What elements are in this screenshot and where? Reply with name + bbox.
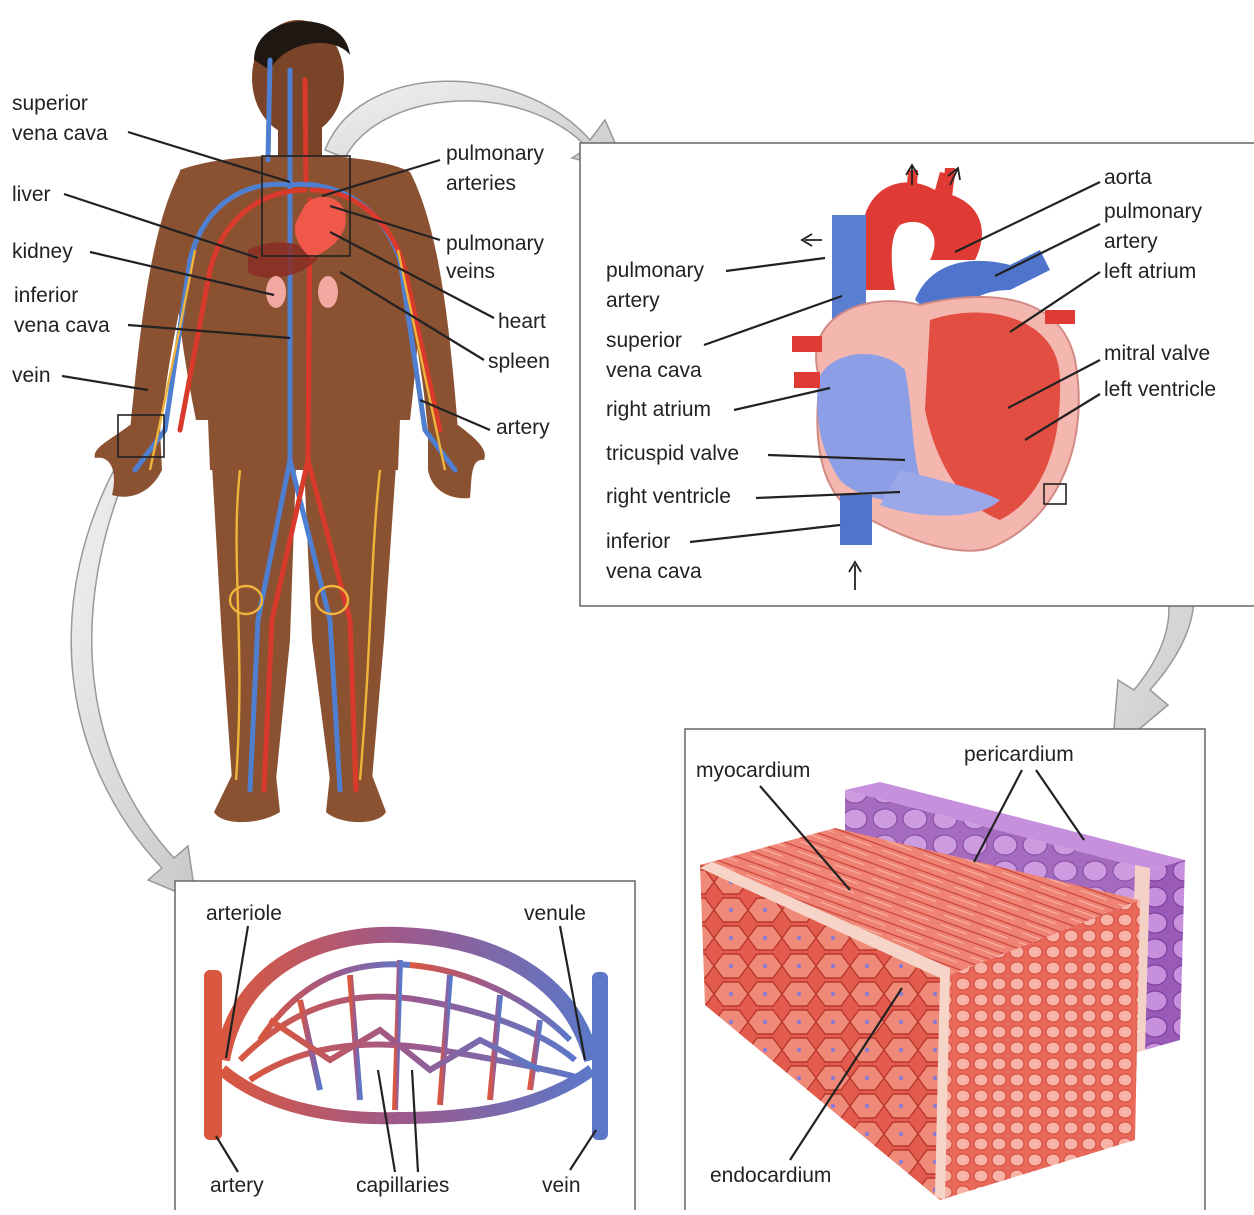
label-heart: heart: [498, 310, 546, 333]
label-pulmonary-artery-right-1: pulmonary: [1104, 200, 1203, 223]
label-pulmonary-artery-left-2: artery: [606, 289, 660, 312]
label-inferior-vena-cava-2: vena cava: [14, 314, 110, 337]
label-superior-vena-cava-heart-2: vena cava: [606, 359, 702, 382]
label-right-atrium: right atrium: [606, 398, 711, 421]
label-vein: vein: [12, 364, 51, 387]
label-pulmonary-artery-left-1: pulmonary: [606, 259, 705, 282]
label-superior-vena-cava-1: superior: [12, 92, 88, 115]
label-artery-body: artery: [496, 416, 550, 439]
label-left-atrium: left atrium: [1104, 260, 1196, 283]
kidney-left: [266, 276, 286, 308]
label-pulmonary-veins-2: veins: [446, 260, 495, 283]
label-mitral-valve: mitral valve: [1104, 342, 1210, 365]
label-right-ventricle: right ventricle: [606, 485, 731, 508]
label-superior-vena-cava-heart-1: superior: [606, 329, 682, 352]
label-inferior-vena-cava-heart-2: vena cava: [606, 560, 702, 583]
label-capillaries: capillaries: [356, 1174, 449, 1197]
label-arteriole: arteriole: [206, 902, 282, 925]
label-pericardium: pericardium: [964, 743, 1074, 766]
kidney-right: [318, 276, 338, 308]
label-superior-vena-cava-2: vena cava: [12, 122, 108, 145]
label-endocardium: endocardium: [710, 1164, 831, 1187]
label-spleen: spleen: [488, 350, 550, 373]
label-pulmonary-arteries-2: arteries: [446, 172, 516, 195]
label-pulmonary-arteries-1: pulmonary: [446, 142, 545, 165]
label-left-ventricle: left ventricle: [1104, 378, 1216, 401]
label-inferior-vena-cava-heart-1: inferior: [606, 530, 670, 553]
label-artery-capillary: artery: [210, 1174, 264, 1197]
label-inferior-vena-cava-1: inferior: [14, 284, 78, 307]
label-aorta: aorta: [1104, 166, 1152, 189]
label-pulmonary-artery-right-2: artery: [1104, 230, 1158, 253]
hand-to-capillary-arrow: [71, 455, 196, 900]
label-kidney: kidney: [12, 240, 73, 263]
label-vein-capillary: vein: [542, 1174, 581, 1197]
label-liver: liver: [12, 183, 51, 206]
label-myocardium: myocardium: [696, 759, 810, 782]
label-pulmonary-veins-1: pulmonary: [446, 232, 545, 255]
label-tricuspid-valve: tricuspid valve: [606, 442, 739, 465]
label-venule: venule: [524, 902, 586, 925]
